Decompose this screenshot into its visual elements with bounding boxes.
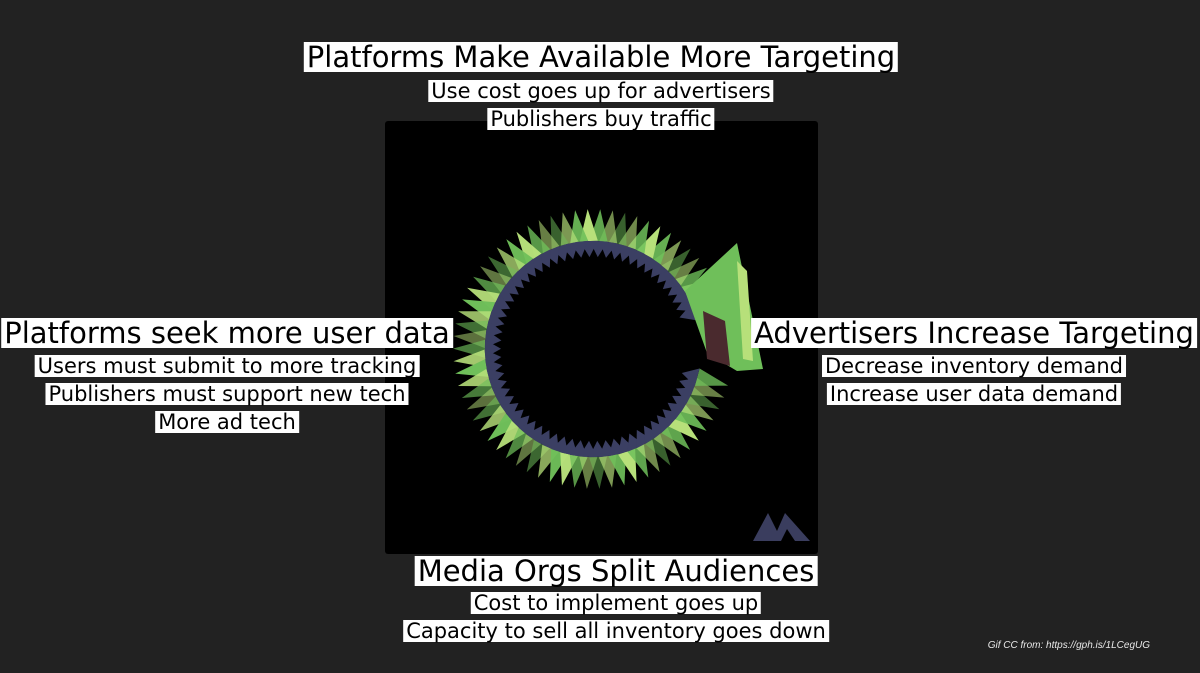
- serpent-body: [453, 209, 729, 489]
- serpent-scale: [479, 405, 511, 432]
- serpent-scale: [487, 256, 518, 285]
- serpent-scale: [496, 420, 525, 451]
- serpent-belly-scale: [500, 402, 519, 420]
- serpent-scale: [661, 248, 691, 278]
- serpent-belly-scale: [542, 245, 560, 265]
- left-heading: Platforms seek more user data: [1, 318, 453, 348]
- bottom-line-1: Cost to implement goes up: [470, 592, 762, 614]
- serpent-scale: [669, 257, 700, 286]
- serpent-scale: [455, 359, 489, 377]
- serpent-belly-scale: [519, 258, 537, 277]
- serpent-belly-scale: [627, 433, 644, 452]
- serpent-scale: [516, 231, 542, 264]
- serpent-scale: [653, 427, 681, 459]
- serpent-belly-scale: [650, 420, 668, 439]
- serpent-mouth: [703, 311, 730, 366]
- serpent-scale: [661, 420, 691, 450]
- serpent-scale: [694, 368, 729, 386]
- serpent-belly-scale: [534, 249, 551, 268]
- serpent-scale: [645, 433, 671, 466]
- top-line-1: Use cost goes up for advertisers: [428, 80, 774, 102]
- serpent-belly-scale: [662, 271, 681, 290]
- serpent-scale: [675, 267, 708, 294]
- serpent-belly-scale: [495, 396, 514, 413]
- serpent-scale: [472, 396, 505, 421]
- serpent-scale: [550, 215, 569, 249]
- serpent-belly-scale: [488, 378, 507, 396]
- serpent-scale: [457, 368, 492, 387]
- giphy-logo-mark: [753, 513, 810, 541]
- serpent-scale: [487, 413, 518, 442]
- right-heading: Advertisers Increase Targeting: [751, 318, 1197, 348]
- bottom-heading: Media Orgs Split Audiences: [414, 556, 818, 586]
- serpent-belly-scale: [505, 409, 524, 427]
- serpent-belly-scale: [681, 368, 700, 386]
- serpent-scale: [608, 452, 627, 486]
- image-credit: Gif CC from: https://gph.is/1LCegUG: [987, 640, 1150, 651]
- serpent-scale: [560, 212, 579, 246]
- serpent-scale: [668, 412, 699, 441]
- top-line-2: Publishers buy traffic: [487, 108, 715, 130]
- left-line-1: Users must submit to more tracking: [34, 355, 420, 377]
- serpent-belly-scale: [491, 387, 511, 404]
- serpent-belly-scale: [643, 425, 661, 444]
- left-line-2: Publishers must support new tech: [45, 383, 409, 405]
- serpent-belly-scale: [526, 253, 543, 272]
- serpent-scale: [598, 454, 617, 488]
- right-line-2: Increase user data demand: [826, 383, 1122, 405]
- serpent-belly-scale: [672, 286, 691, 303]
- serpent-scale: [496, 247, 526, 277]
- serpent-belly-scale: [667, 279, 687, 296]
- serpent-scale: [506, 239, 534, 270]
- serpent-belly-scale: [679, 303, 698, 321]
- bottom-line-2: Capacity to sell all inventory goes down: [403, 620, 829, 642]
- serpent-belly-scale: [636, 429, 653, 449]
- right-line-1: Decrease inventory demand: [822, 355, 1126, 377]
- serpent-belly-scale: [676, 294, 695, 312]
- serpent-head-highlight: [737, 261, 753, 361]
- ouroboros-animation: [385, 121, 818, 554]
- left-line-3: More ad tech: [155, 411, 299, 433]
- top-heading: Platforms Make Available More Targeting: [303, 42, 899, 72]
